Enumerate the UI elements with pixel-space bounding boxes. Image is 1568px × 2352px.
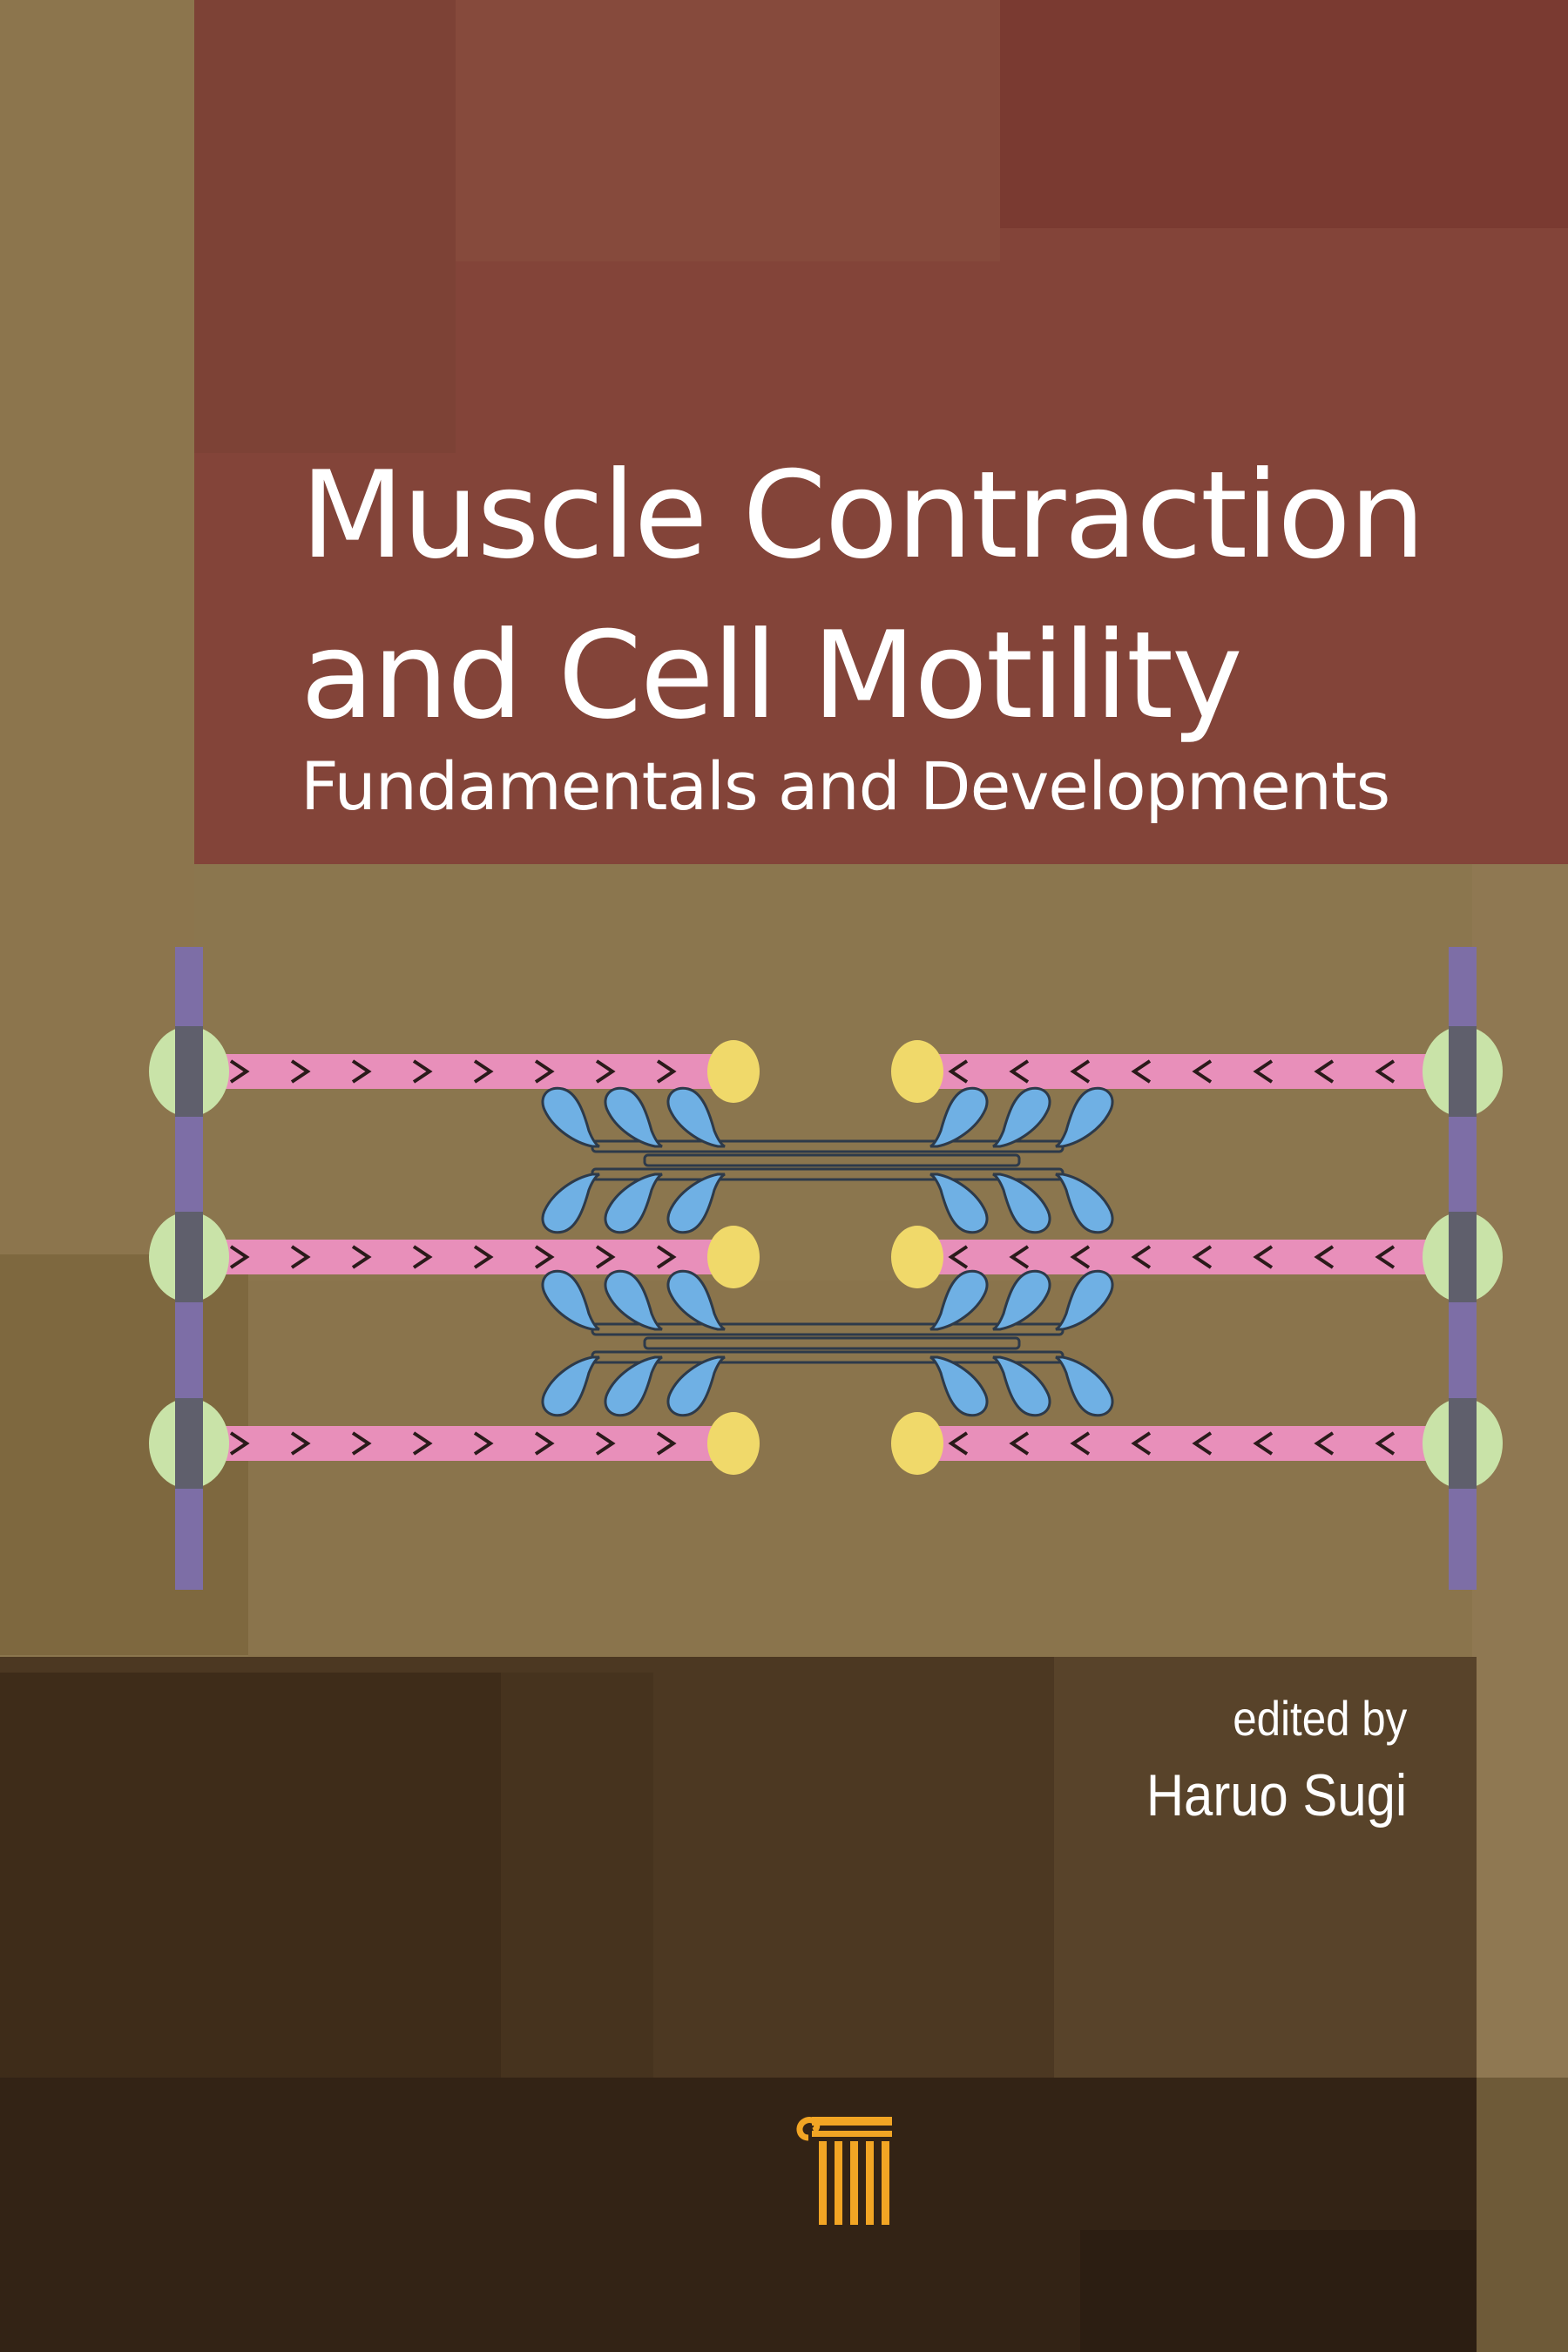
- bg-block: [1054, 1657, 1477, 2092]
- book-title: Muscle Contraction and Cell Motility: [301, 436, 1425, 756]
- title-panel-shade: [1000, 0, 1568, 228]
- title-line-2: and Cell Motility: [301, 605, 1243, 746]
- actin-chevrons-left: [229, 1059, 677, 1456]
- title-panel: [194, 0, 1568, 864]
- bg-block: [1477, 2078, 1568, 2352]
- actin-chevrons-right: [948, 1059, 1396, 1456]
- editor-label: edited by: [1232, 1691, 1407, 1746]
- title-panel-shade: [194, 0, 456, 453]
- bg-block: [1080, 2230, 1477, 2352]
- book-subtitle: Fundamentals and Developments: [301, 747, 1390, 825]
- actin-filaments-left: [189, 1054, 712, 1461]
- myosin-filament-upper: [541, 1086, 1114, 1234]
- actin-caps: [707, 1040, 943, 1475]
- column-logo-icon: [796, 2117, 892, 2225]
- title-line-1: Muscle Contraction: [301, 445, 1425, 585]
- myosin-filament-lower: [541, 1269, 1114, 1417]
- z-disc-nodes: [149, 1026, 1503, 1489]
- editor-name: Haruo Sugi: [1146, 1762, 1407, 1828]
- title-panel-shade: [456, 0, 1000, 261]
